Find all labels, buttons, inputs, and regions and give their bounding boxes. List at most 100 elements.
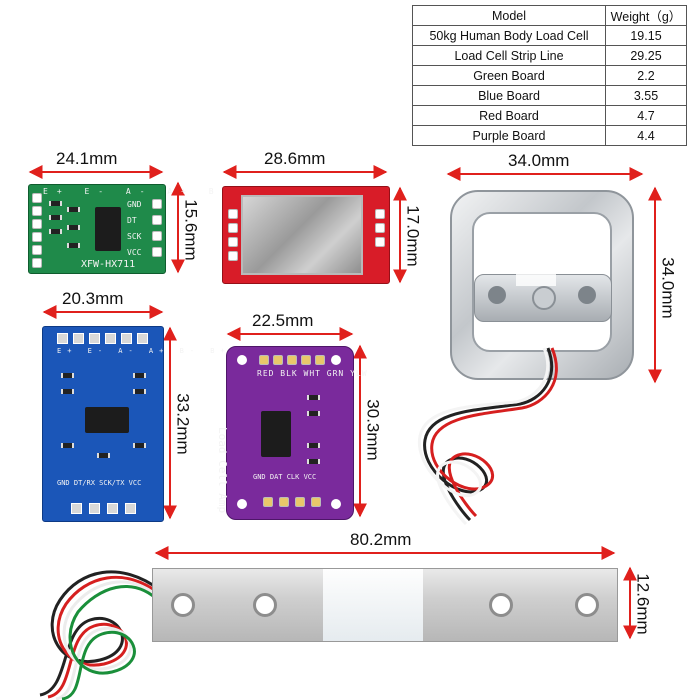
pin-hole	[152, 215, 162, 225]
pin-hole	[152, 199, 162, 209]
pin-hole	[105, 333, 116, 344]
pin-hole	[137, 333, 148, 344]
smd-component	[133, 373, 146, 378]
label-purple-width: 22.5mm	[252, 311, 314, 330]
pin-hole	[263, 497, 273, 507]
label-cell-width: 34.0mm	[508, 151, 570, 170]
pin-hole	[32, 258, 42, 268]
label-sck: SCK	[127, 232, 142, 241]
pin-hole	[375, 209, 385, 219]
smd-component	[61, 389, 74, 394]
center-button-icon	[532, 286, 556, 310]
weight-table: Model Weight（g） 50kg Human Body Load Cel…	[412, 5, 687, 146]
pin-hole	[259, 355, 269, 365]
pin-hole	[73, 333, 84, 344]
pin-hole	[295, 497, 305, 507]
pin-hole	[228, 251, 238, 261]
pin-hole	[228, 237, 238, 247]
label-bar-width: 80.2mm	[350, 530, 412, 549]
pin-hole	[89, 503, 100, 514]
green-board-pin-labels: E+ E- A- A+ B- B+	[43, 187, 278, 196]
smd-component	[61, 443, 74, 448]
table-row: Blue Board 3.55	[412, 85, 687, 106]
smd-component	[307, 395, 320, 400]
table-row: Load Cell Strip Line 29.25	[412, 45, 687, 66]
pin-hole	[32, 193, 42, 203]
smd-component	[67, 225, 80, 230]
pin-hole	[375, 223, 385, 233]
pin-hole	[32, 219, 42, 229]
pin-hole	[32, 232, 42, 242]
table-row: Purple Board 4.4	[412, 125, 687, 146]
mounting-hole-icon	[575, 593, 599, 617]
label-gnd: GND	[127, 200, 142, 209]
label-vcc: VCC	[127, 248, 142, 257]
hx711-chip	[257, 411, 295, 457]
pin-hole	[125, 503, 136, 514]
smd-component	[97, 453, 110, 458]
pin-hole	[228, 209, 238, 219]
pin-hole	[152, 247, 162, 257]
pin-hole	[279, 497, 289, 507]
body-load-cell	[446, 186, 638, 382]
pin-hole	[287, 355, 297, 365]
hx711-chip	[91, 207, 125, 251]
label-red-width: 28.6mm	[264, 149, 326, 168]
label-green-width: 24.1mm	[56, 149, 118, 168]
smd-component	[307, 459, 320, 464]
strain-gauge-patch	[516, 256, 556, 286]
green-board-right-labels: GND DT SCK VCC	[127, 197, 141, 261]
pin-hole	[301, 355, 311, 365]
red-board	[222, 186, 390, 284]
mounting-hole-icon	[331, 355, 341, 365]
purple-board-wire-labels: RED BLK WHT GRN YLW	[257, 369, 368, 378]
pin-hole	[32, 206, 42, 216]
green-board-model-text: XFW-HX711	[81, 259, 136, 270]
hx711-chip	[81, 407, 133, 433]
mounting-hole-icon	[331, 499, 341, 509]
smd-component	[49, 229, 62, 234]
purple-load-cell-amp-board: RED BLK WHT GRN YLW Load Cell Amp GND DA…	[216, 346, 367, 520]
metal-shield	[241, 195, 363, 275]
mounting-hole-icon	[237, 355, 247, 365]
pin-hole	[375, 237, 385, 247]
bar-load-cell	[152, 568, 618, 642]
mounting-hole-icon	[489, 593, 513, 617]
pin-hole	[273, 355, 283, 365]
mounting-hole-icon	[578, 286, 596, 304]
purple-board-bottom-labels: GND DAT CLK VCC	[253, 473, 317, 481]
pin-hole	[315, 355, 325, 365]
pin-hole	[71, 503, 82, 514]
blue-board-pin-labels: E+ E- A- A+ B- B+	[57, 347, 231, 355]
pin-hole	[121, 333, 132, 344]
blue-hx711-board: E+ E- A- A+ B- B+ GND DT/RX SCK/TX VCC	[42, 326, 225, 522]
smd-component	[67, 207, 80, 212]
table-cell-model: Purple Board	[412, 125, 606, 146]
pin-hole	[311, 497, 321, 507]
green-hx711-board: E+ E- A- A+ B- B+ GND DT SCK VCC XFW-HX7…	[28, 184, 269, 274]
smd-component	[307, 443, 320, 448]
smd-component	[61, 373, 74, 378]
smd-component	[49, 201, 62, 206]
pin-hole	[107, 503, 118, 514]
smd-component	[133, 443, 146, 448]
mounting-hole-icon	[237, 499, 247, 509]
strain-gauge-patch	[323, 569, 423, 641]
blue-board-bottom-labels: GND DT/RX SCK/TX VCC	[57, 479, 142, 487]
smd-component	[307, 411, 320, 416]
pin-hole	[57, 333, 68, 344]
label-blue-width: 20.3mm	[62, 289, 124, 308]
pin-hole	[32, 245, 42, 255]
pin-hole	[152, 231, 162, 241]
pin-hole	[89, 333, 100, 344]
pin-hole	[228, 223, 238, 233]
mounting-hole-icon	[488, 286, 506, 304]
label-dt: DT	[127, 216, 137, 225]
table-cell-model: Load Cell Strip Line	[412, 45, 606, 66]
mounting-hole-icon	[253, 593, 277, 617]
smd-component	[67, 243, 80, 248]
mounting-hole-icon	[171, 593, 195, 617]
